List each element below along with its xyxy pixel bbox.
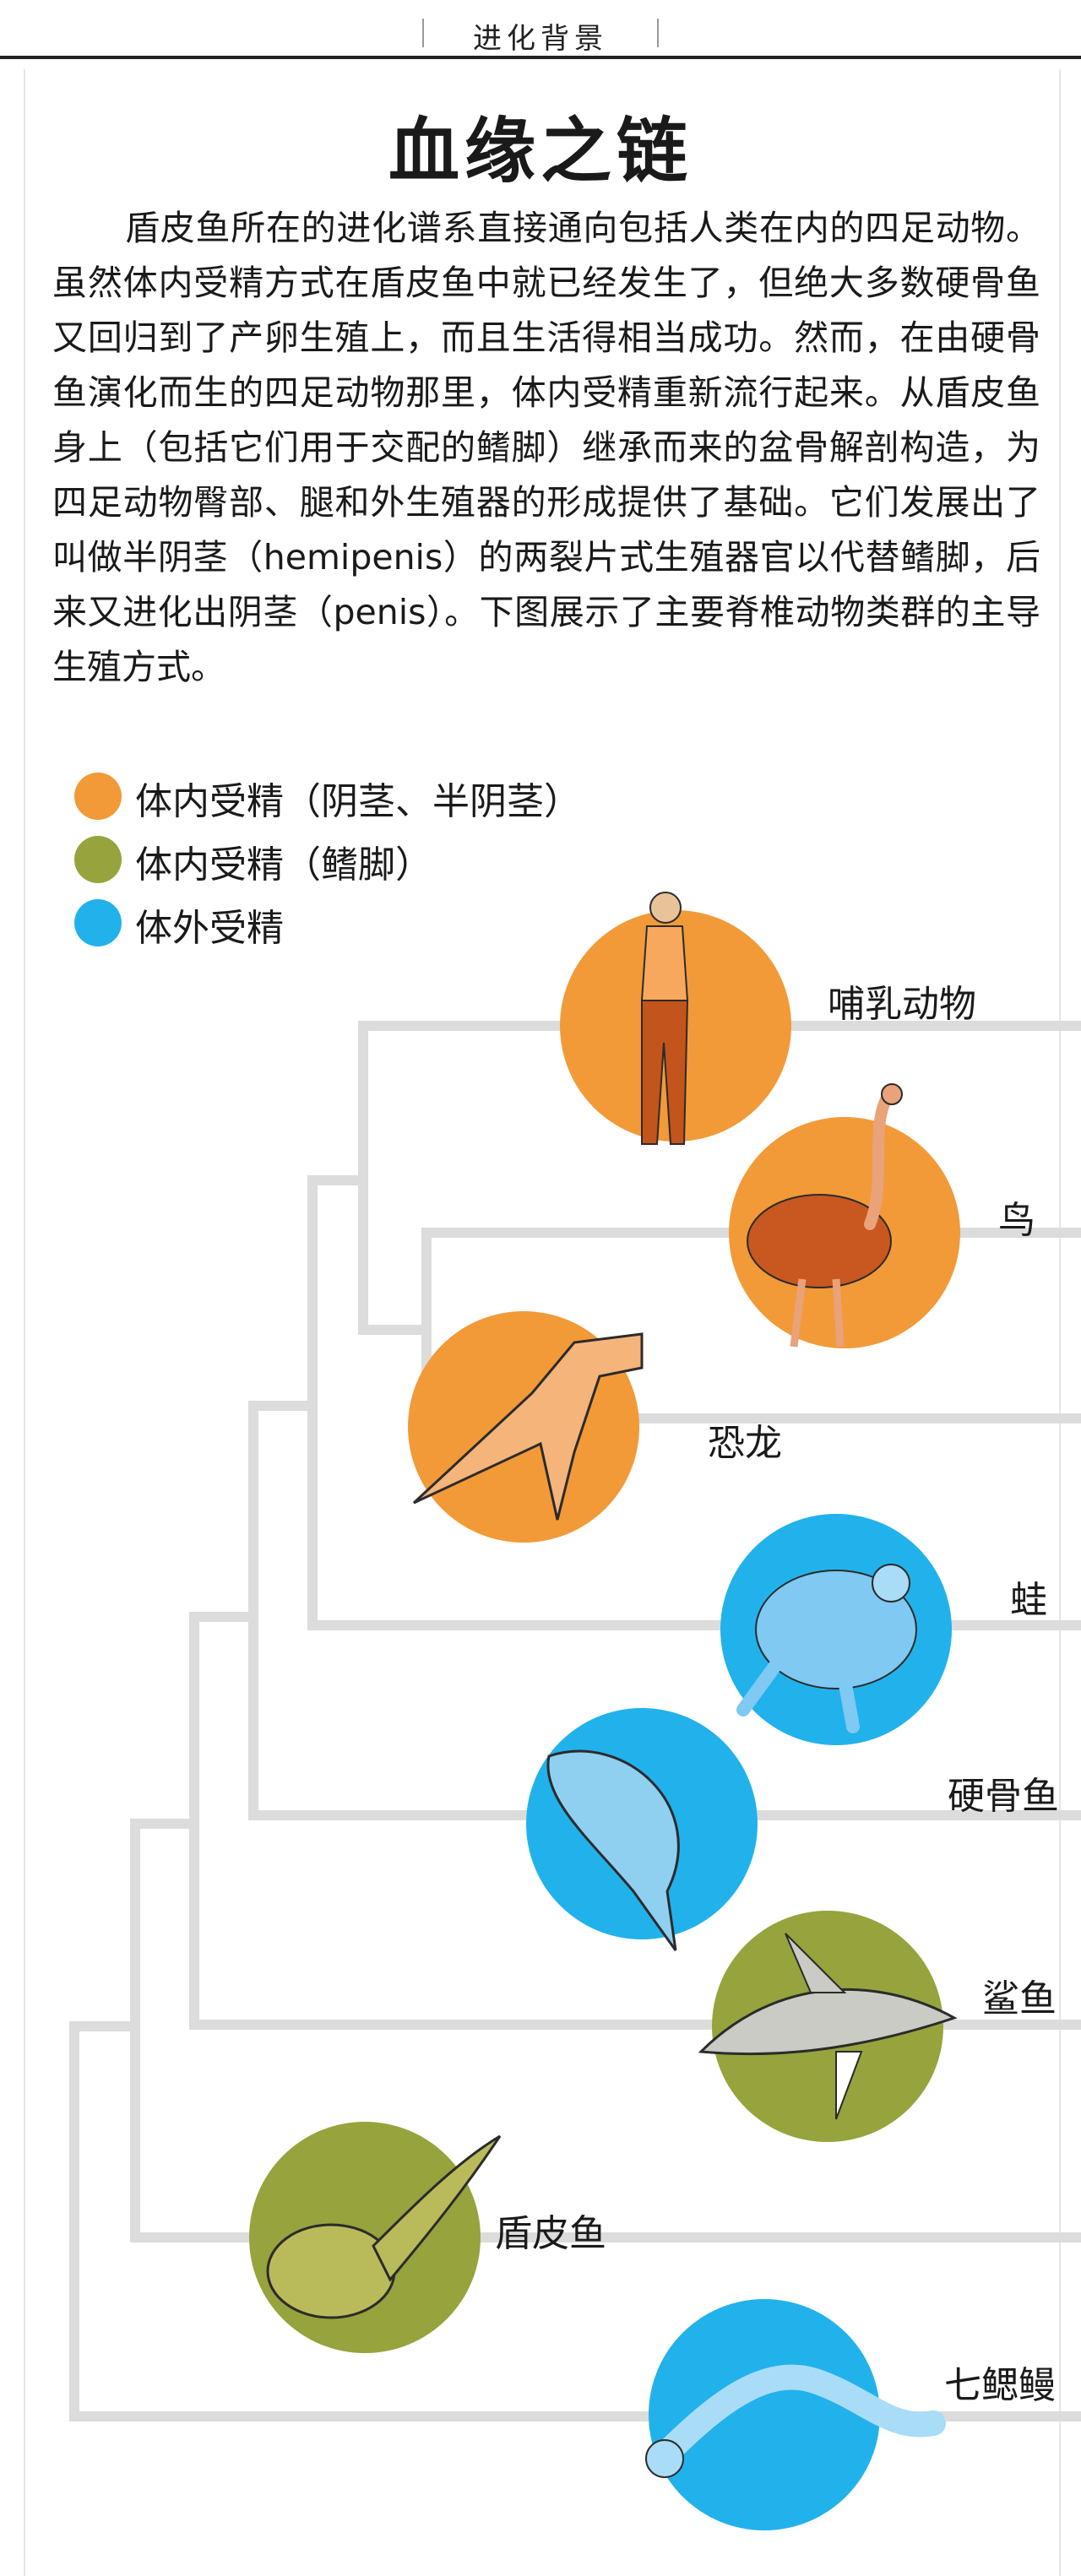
taxon-label: 七鳃鳗: [944, 2364, 1056, 2407]
human-shirt: [640, 925, 689, 1001]
taxon-circle: [649, 2299, 880, 2530]
ostrich-icon: [747, 1083, 903, 1348]
taxon-label: 鲨鱼: [982, 1977, 1057, 2020]
lamprey-mouth: [645, 2439, 684, 2478]
dinosaur-body: [412, 1332, 644, 1521]
human-icon: [640, 892, 689, 1145]
human-trousers: [641, 1000, 689, 1145]
salmon-body: [546, 1749, 680, 1951]
page-title: 血缘之链: [388, 110, 693, 193]
taxon-node: 鸟: [729, 1083, 1035, 1348]
legend-swatch-clasper: [74, 836, 122, 883]
salmon-icon: [546, 1749, 680, 1951]
legend-swatch-internal: [74, 773, 122, 820]
shark-pectoral-fin: [835, 2051, 863, 2120]
header-divider-right: [657, 19, 659, 47]
shark-icon: [698, 1933, 958, 2120]
dinosaur-icon: [412, 1332, 644, 1521]
frog-eye: [872, 1564, 910, 1603]
taxon-node: 哺乳动物: [560, 892, 976, 1145]
content-frame: [24, 69, 1061, 2576]
placoderm-armor: [266, 2223, 396, 2319]
legend-label-external: 体外受精: [135, 907, 284, 950]
taxon-node: 鲨鱼: [698, 1911, 1057, 2142]
intro-paragraph: 盾皮鱼所在的进化谱系直接通向包括人类在内的四足动物。虽然体内受精方式在盾皮鱼中就…: [52, 208, 1040, 687]
header-divider-left: [422, 19, 424, 47]
legend-label-clasper: 体内受精（鳍脚）: [135, 843, 432, 887]
ostrich-neck: [864, 1092, 893, 1230]
taxon-label: 鸟: [998, 1199, 1035, 1242]
ostrich-legs: [790, 1278, 845, 1348]
taxon-node: 硬骨鱼: [526, 1708, 1059, 1951]
taxon-label: 硬骨鱼: [948, 1775, 1059, 1818]
lamprey-icon: [645, 2364, 946, 2478]
taxon-node: 蛙: [720, 1514, 1047, 1745]
frog-body: [755, 1570, 917, 1689]
section-title: 进化背景: [473, 22, 608, 56]
section-header: 进化背景: [0, 0, 1081, 59]
taxon-node: 盾皮鱼: [249, 2122, 606, 2353]
taxon-label: 恐龙: [708, 1422, 782, 1465]
taxon-label: 蛙: [1010, 1579, 1047, 1622]
header-rule: [0, 56, 1081, 59]
taxon-node: 七鳃鳗: [645, 2299, 1056, 2530]
shark-body: [698, 1988, 958, 2056]
frog-icon: [736, 1564, 917, 1733]
lamprey-body: [650, 2364, 946, 2470]
human-head: [649, 892, 682, 924]
shark-dorsal-fin: [785, 1933, 847, 1993]
legend-swatch-external: [74, 899, 122, 946]
placoderm-tail: [372, 2134, 502, 2282]
taxon-label: 盾皮鱼: [495, 2212, 606, 2255]
frog-legs: [736, 1657, 860, 1733]
placoderm-icon: [266, 2134, 502, 2319]
ostrich-head: [881, 1083, 903, 1105]
taxon-label: 哺乳动物: [828, 983, 976, 1026]
taxon-node: 恐龙: [408, 1311, 782, 1543]
ostrich-body: [747, 1194, 892, 1288]
legend-label-internal: 体内受精（阴茎、半阴茎）: [135, 780, 581, 823]
